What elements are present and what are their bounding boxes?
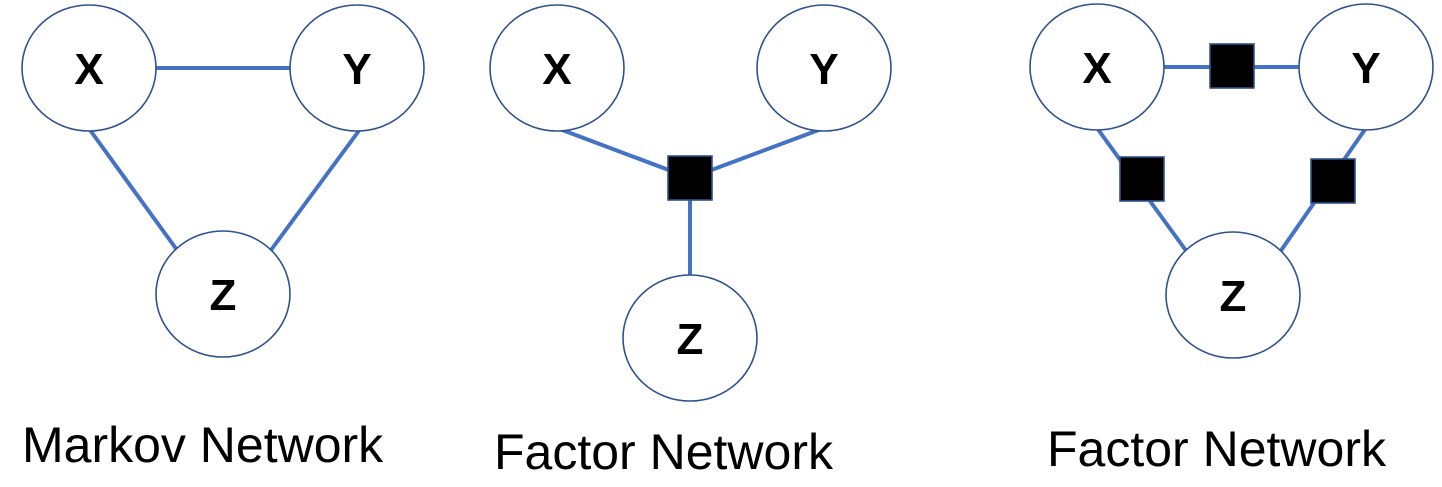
edge-x-z: [88, 128, 179, 252]
factor-xy: [1209, 43, 1255, 89]
panel-markov-network: X Y Z: [21, 4, 425, 358]
factor-yz: [1310, 158, 1356, 204]
node-y: [756, 4, 892, 132]
node-z-label: Z: [210, 271, 237, 320]
node-z: [1165, 231, 1301, 359]
caption-factor-network-pairwise: Factor Network: [1047, 421, 1386, 477]
caption-factor-network-single: Factor Network: [494, 424, 833, 480]
node-y: [1298, 3, 1434, 131]
node-z-label: Z: [1220, 272, 1247, 321]
node-z: [622, 274, 758, 402]
node-y-label: Y: [1351, 44, 1380, 93]
node-x-label: X: [542, 45, 571, 94]
node-x: [21, 4, 157, 132]
node-z-label: Z: [677, 315, 704, 364]
factor-xyz: [667, 155, 713, 201]
node-z: [155, 230, 291, 358]
node-x-label: X: [1082, 44, 1111, 93]
node-x: [489, 4, 625, 132]
panel-factor-network-pairwise: X Y Z: [1029, 3, 1434, 359]
node-y-label: Y: [809, 45, 838, 94]
node-x: [1029, 3, 1165, 131]
node-y-label: Y: [342, 45, 371, 94]
node-y: [289, 4, 425, 132]
caption-markov-network: Markov Network: [22, 417, 384, 473]
node-x-label: X: [74, 45, 103, 94]
panel-factor-network-single: X Y Z: [489, 4, 892, 402]
edge-y-z: [269, 130, 360, 252]
factor-xz: [1119, 156, 1165, 202]
